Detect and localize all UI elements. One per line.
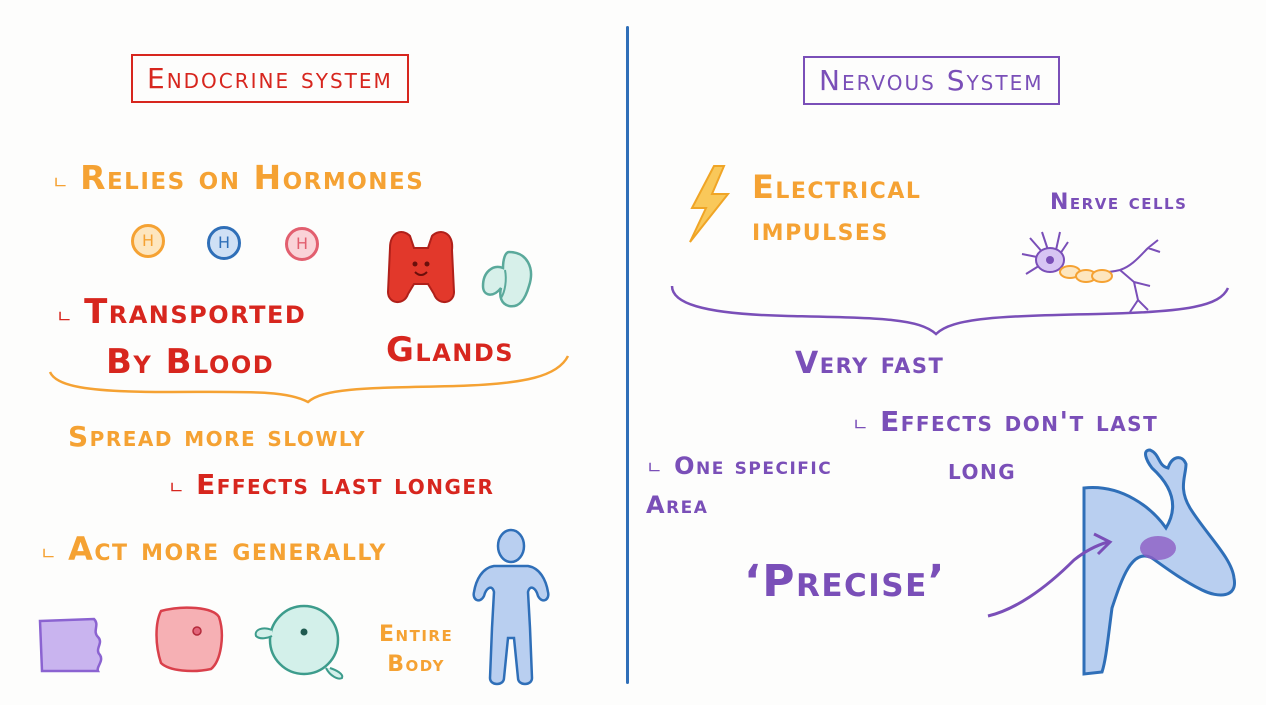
hormone-letter: H [141,231,155,250]
electrical-text-line1: Electrical [752,168,922,206]
specific-text-line1: One specific [674,452,833,480]
effects-last-longer: ㄴ Effects last longer [168,468,494,501]
effects-short-text-line2: long [948,453,1017,486]
precise-label: ‘Precise’ [744,556,946,607]
spread-text: Spread more slowly [68,420,367,453]
nerve-cells-text: Nerve cells [1050,190,1188,215]
left-brace [48,355,570,404]
glands-text: Glands [386,330,515,370]
hormone-icon: H [207,226,241,260]
specific-text-line2: Area [646,491,709,519]
entire-body-label: Entire Body [379,620,453,680]
cell-icon [155,606,223,673]
gland-icon [481,250,533,308]
endocrine-title: Endocrine system [131,54,409,103]
bullet-mark: ㄴ [56,307,75,328]
effects-dont-last-long: ㄴ Effects don't last long [852,400,1158,492]
effects-short-text-line1: Effects don't last [880,405,1159,438]
transported-text-line1: Transported [84,292,307,332]
arm-icon [1082,448,1236,676]
electrical-text-line2: impulses [752,210,889,248]
hormone-letter: H [217,233,231,252]
neuron-icon [1021,231,1161,313]
electrical-impulses: Electrical impulses [752,166,921,250]
transported-by-blood: ㄴ Transported By Blood [56,290,306,384]
spread-more-slowly: Spread more slowly [68,420,366,453]
hormone-icon: H [131,224,165,258]
relies-on-hormones: ㄴ Relies on Hormones [52,158,424,197]
very-fast-text: Very fast [795,346,945,381]
very-fast: Very fast [795,346,944,381]
cell-icon [254,604,344,680]
relies-text: Relies on Hormones [80,158,425,197]
hormone-letter: H [295,234,309,253]
nerve-cells-label: Nerve cells [1050,190,1187,215]
one-specific-area: ㄴ One specific Area [646,448,832,523]
endocrine-title-text: Endocrine system [147,62,393,95]
bullet-mark: ㄴ [646,458,665,479]
act-more-generally: ㄴ Act more generally [40,530,387,568]
bullet-mark: ㄴ [52,173,71,194]
cell-icon [38,617,103,673]
human-body-icon [472,528,550,686]
center-divider [626,26,629,684]
effects-longer-text: Effects last longer [196,468,495,501]
right-brace [670,285,1230,336]
transported-text-line2: By Blood [106,342,275,382]
bullet-mark: ㄴ [40,544,59,565]
act-generally-text: Act more generally [68,530,387,568]
thyroid-gland-icon [386,231,456,303]
bullet-mark: ㄴ [168,478,187,499]
glands-label: Glands [386,330,514,370]
precise-arrow [987,532,1113,618]
hormone-icon: H [285,227,319,261]
entire-text-line2: Body [387,652,445,677]
nervous-title-text: Nervous System [819,64,1044,97]
nervous-title: Nervous System [803,56,1060,105]
entire-text-line1: Entire [379,622,454,647]
precise-text: ‘Precise’ [744,556,947,607]
bullet-mark: ㄴ [852,415,871,436]
lightning-icon [689,165,731,243]
